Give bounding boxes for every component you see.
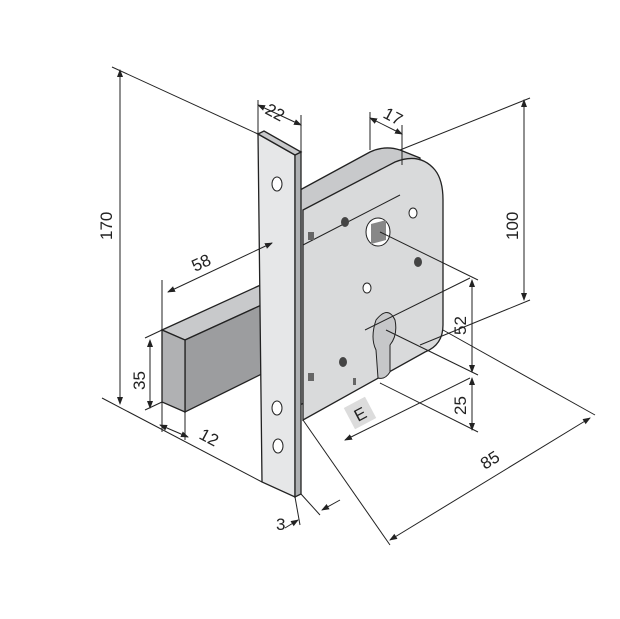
dim-85: 85 (477, 447, 503, 473)
case-holes (308, 207, 422, 385)
faceplate (256, 130, 303, 499)
cylinder-cutout (372, 312, 397, 379)
dim-52: 52 (451, 316, 470, 335)
e-label-badge: E (343, 396, 377, 430)
dim-3: 3 (276, 515, 285, 534)
dim-170: 170 (97, 212, 116, 240)
dim-22: 22 (262, 100, 288, 126)
dim-25: 25 (451, 396, 470, 415)
dimension-lines (101, 66, 596, 546)
dim-35: 35 (130, 371, 149, 390)
dim-12: 12 (196, 425, 222, 451)
spindle-hole (365, 217, 391, 247)
dim-100: 100 (503, 212, 522, 240)
lock-case (299, 147, 444, 422)
